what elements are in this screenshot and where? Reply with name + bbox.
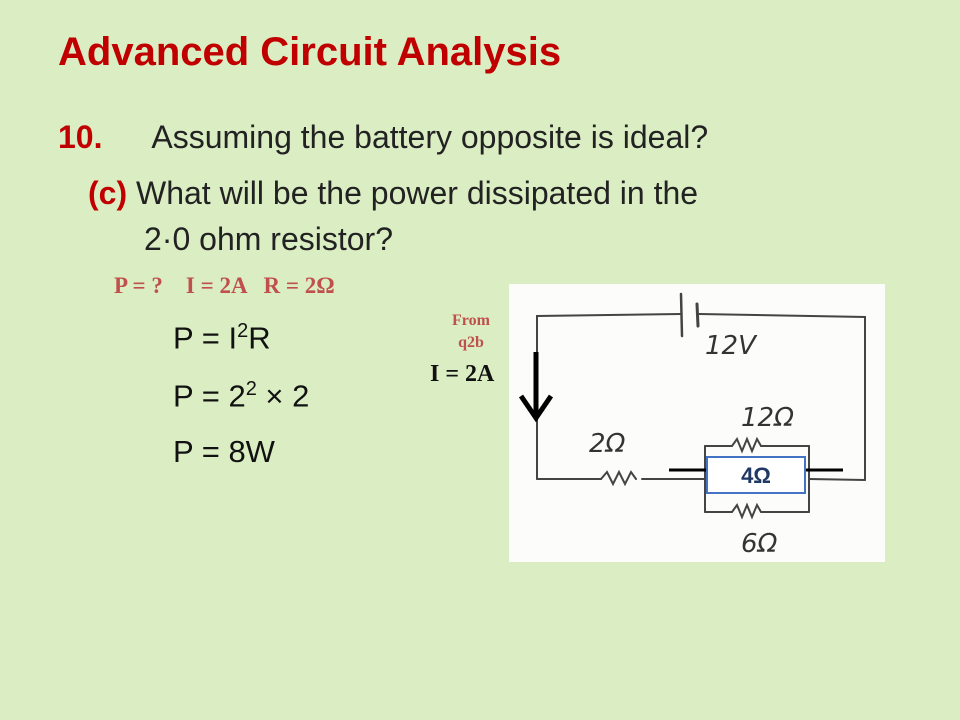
equivalent-resistor-label: 4Ω (741, 463, 771, 488)
equation-3: P = 8W (173, 434, 275, 470)
resistor-6-ohm (704, 502, 810, 520)
resistor-2-label: 2Ω (589, 429, 626, 459)
circuit-photo-background (509, 284, 885, 562)
wire-bottom-right (808, 478, 866, 481)
question-number: 10. (58, 119, 103, 155)
part-text-line1: What will be the power dissipated in the (136, 175, 699, 211)
resistor-6-label: 6Ω (741, 529, 778, 559)
current-label: I = 2A (430, 361, 495, 387)
part-label: (c) (88, 175, 128, 211)
resistor-2-ohm (600, 469, 637, 487)
question-text: Assuming the battery opposite is ideal? (151, 119, 709, 155)
equation-2: P = 22 × 2 (173, 378, 309, 414)
slide-title: Advanced Circuit Analysis (58, 30, 562, 74)
battery-short-plate (695, 302, 700, 328)
equation-1-lhs: P = I (173, 320, 238, 356)
equation-1: P = I2R (173, 320, 271, 356)
resistor-12-label: 12Ω (741, 403, 794, 433)
resistor-12-ohm (704, 436, 810, 454)
battery-long-plate (679, 292, 684, 338)
equation-3-lhs: P = 8W (173, 434, 275, 469)
equation-1-rhs: R (248, 320, 271, 356)
from-note: From q2b (432, 310, 510, 354)
equivalent-resistor-box (706, 456, 806, 494)
part-c-line: (c) What will be the power dissipated in… (88, 174, 698, 212)
circuit-wires (536, 292, 866, 520)
battery-label: 12V (705, 331, 758, 361)
from-line1: From (452, 312, 490, 329)
circuit-diagram: 12V 2Ω 12Ω 6Ω 4Ω (509, 284, 885, 562)
equation-2-rhs: × 2 (256, 378, 310, 414)
from-line2: q2b (458, 334, 484, 351)
equation-2-lhs: P = 2 (173, 378, 246, 414)
wire-top-right (698, 313, 866, 481)
wire-top-left (536, 313, 682, 480)
given-values: P = ? I = 2A R = 2Ω (114, 273, 335, 298)
question-line: 10. Assuming the battery opposite is ide… (58, 118, 708, 156)
equation-1-sup: 2 (237, 320, 249, 342)
current-arrow-icon (518, 352, 554, 422)
equation-2-sup: 2 (245, 378, 257, 400)
part-text-line2: 2·0 ohm resistor? (144, 221, 393, 257)
